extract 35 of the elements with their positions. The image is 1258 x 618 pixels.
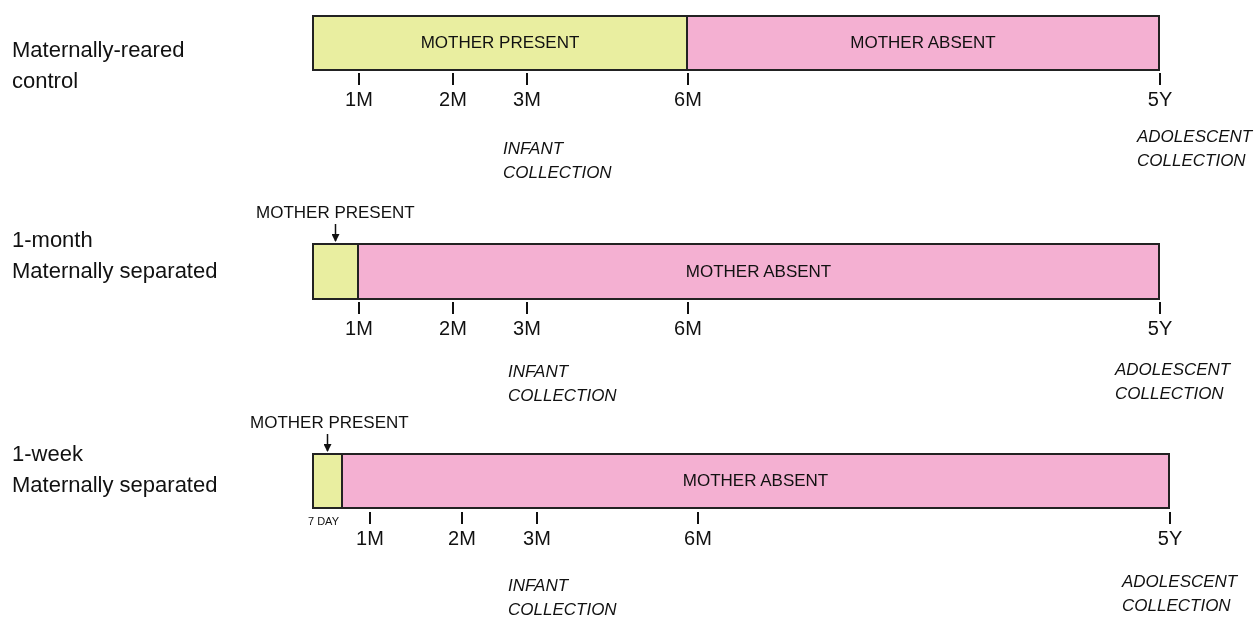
duration-label: 7 DAY: [308, 515, 339, 527]
tick-label: 6M: [673, 88, 703, 111]
tick-label: 3M: [512, 317, 542, 340]
arrow: [331, 223, 340, 242]
tick-label: 1M: [344, 88, 374, 111]
tick-label: 3M: [512, 88, 542, 111]
timeline-segment: MOTHER ABSENT: [686, 15, 1160, 71]
arrow: [323, 433, 332, 452]
tick-label: 2M: [438, 317, 468, 340]
tick-label: 6M: [683, 527, 713, 550]
timeline-segment: MOTHER PRESENT: [312, 15, 688, 71]
collection-note: ADOLESCENT COLLECTION: [1115, 359, 1232, 405]
timeline-segment: MOTHER ABSENT: [357, 243, 1160, 300]
annotation-text: MOTHER PRESENT: [256, 203, 415, 223]
tick-label: 3M: [522, 527, 552, 550]
tick-label: 6M: [673, 317, 703, 340]
tick-label: 5Y: [1146, 317, 1174, 340]
row-label: 1-month Maternally separated: [12, 226, 219, 285]
row-label: Maternally-reared control: [12, 36, 186, 95]
timeline-segment: MOTHER ABSENT: [341, 453, 1170, 509]
tick-label: 5Y: [1146, 88, 1174, 111]
timeline-segment: [312, 453, 343, 509]
row-label: 1-week Maternally separated: [12, 440, 219, 499]
collection-note: INFANT COLLECTION: [508, 361, 618, 407]
collection-note: ADOLESCENT COLLECTION: [1137, 126, 1254, 172]
collection-note: ADOLESCENT COLLECTION: [1122, 571, 1239, 617]
tick-label: 2M: [447, 527, 477, 550]
collection-note: INFANT COLLECTION: [503, 138, 613, 184]
annotation-text: MOTHER PRESENT: [250, 413, 409, 433]
tick-label: 1M: [355, 527, 385, 550]
timeline-segment: [312, 243, 359, 300]
tick-label: 5Y: [1156, 527, 1184, 550]
collection-note: INFANT COLLECTION: [508, 575, 618, 618]
tick-label: 2M: [438, 88, 468, 111]
tick-label: 1M: [344, 317, 374, 340]
